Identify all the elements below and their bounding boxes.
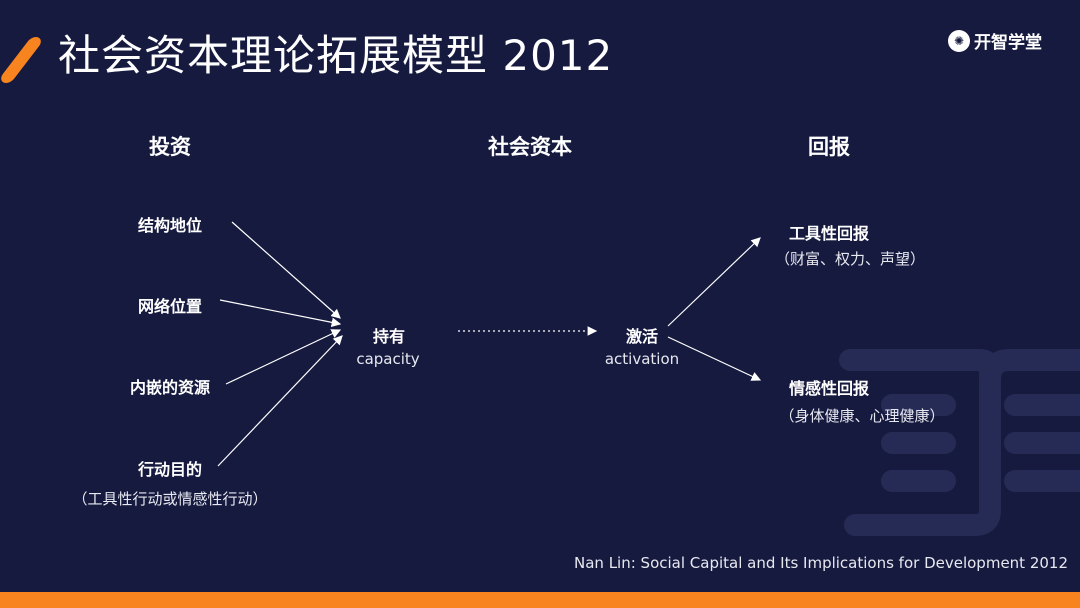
input-item: 行动目的 [137,460,203,479]
input-item: 结构地位 [137,216,203,235]
arrow-instrumental [667,237,761,327]
column-investment: 投资 [149,135,191,159]
return-label: 工具性回报 [788,224,870,243]
arrow-structure [231,221,341,319]
arrow-resources [225,329,342,385]
inputs-note: （工具性行动或情感性行动） [72,490,268,508]
input-item: 网络位置 [137,297,203,316]
logo: ✺ 开智学堂 [948,28,1042,53]
arrow-purpose [217,335,343,467]
column-social-capital: 社会资本 [488,135,572,159]
arrow-network [219,299,342,328]
hold-label: 持有 [372,327,406,346]
logo-text: 开智学堂 [974,33,1042,53]
return-label: 情感性回报 [788,379,870,398]
book-watermark-icon [839,349,1080,536]
page-title: 社会资本理论拓展模型 2012 [58,31,614,80]
column-returns: 回报 [808,135,850,159]
activate-label: 激活 [625,327,659,346]
brain-logo-icon: ✺ [948,29,970,52]
citation: Nan Lin: Social Capital and Its Implicat… [574,554,1068,572]
activate-sub: activation [604,350,680,368]
return-sub: （身体健康、心理健康） [779,407,945,425]
input-item: 内嵌的资源 [129,378,211,397]
arrow-expressive [667,336,762,381]
hold-sub: capacity [356,350,420,368]
bottom-accent-bar [0,592,1080,608]
return-sub: （财富、权力、声望） [774,250,926,268]
